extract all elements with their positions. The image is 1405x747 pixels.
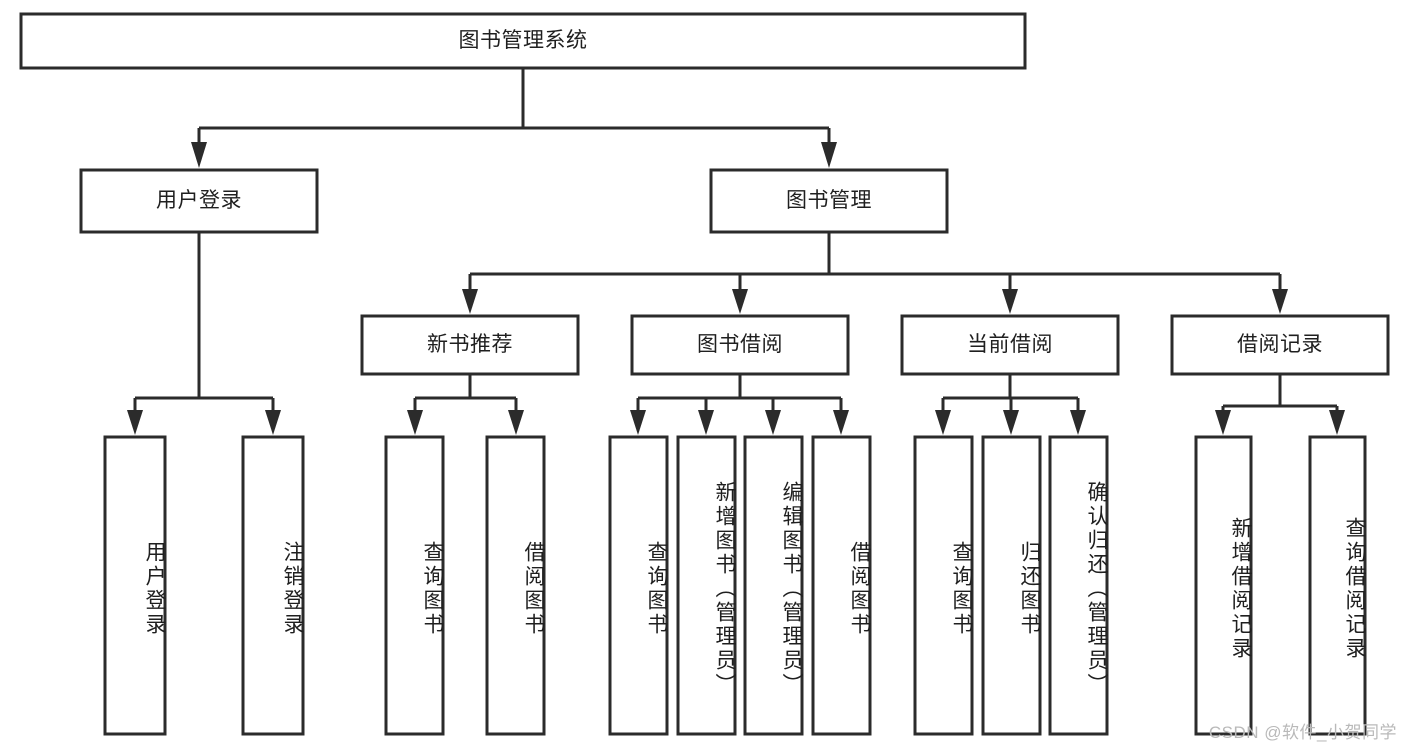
arrow-head-leaf-query-book-a bbox=[407, 410, 423, 435]
node-box-leaf-query-book-c[interactable] bbox=[913, 435, 974, 736]
node-box-leaf-add-record[interactable] bbox=[1194, 435, 1253, 736]
node-box-user-login[interactable] bbox=[79, 168, 319, 234]
node-box-leaf-logout[interactable] bbox=[241, 435, 305, 736]
arrow-head-leaf-logout bbox=[265, 410, 281, 435]
arrow-head-leaf-user-login bbox=[127, 410, 143, 435]
arrow-head-user-login bbox=[191, 142, 207, 168]
arrow-head-leaf-add-book bbox=[698, 410, 714, 435]
node-box-leaf-return-book[interactable] bbox=[981, 435, 1042, 736]
node-box-book-borrow[interactable] bbox=[630, 314, 850, 376]
node-box-leaf-query-book-a[interactable] bbox=[384, 435, 445, 736]
node-box-leaf-query-record[interactable] bbox=[1308, 435, 1367, 736]
arrow-head-leaf-confirm-return bbox=[1070, 410, 1086, 435]
arrow-head-current bbox=[1002, 289, 1018, 314]
arrow-head-leaf-borrow-book-a bbox=[508, 410, 524, 435]
watermark-text: CSDN @软件_小贺同学 bbox=[1208, 723, 1397, 742]
node-box-leaf-borrow-book-b[interactable] bbox=[811, 435, 872, 736]
arrow-head-newbooks bbox=[462, 289, 478, 314]
node-box-leaf-confirm-return[interactable] bbox=[1048, 435, 1109, 736]
arrow-head-book-mgmt bbox=[821, 142, 837, 168]
edge-group-book-mgmt bbox=[462, 232, 1288, 314]
arrow-head-leaf-query-record bbox=[1329, 410, 1345, 435]
edge-group-borrow bbox=[630, 374, 849, 435]
node-box-leaf-add-book[interactable] bbox=[676, 435, 737, 736]
node-box-new-book-recommend[interactable] bbox=[360, 314, 580, 376]
arrow-head-leaf-edit-book bbox=[765, 410, 781, 435]
node-box-book-management[interactable] bbox=[709, 168, 949, 234]
arrow-head-leaf-return-book bbox=[1003, 410, 1019, 435]
arrow-head-leaf-add-record bbox=[1215, 410, 1231, 435]
edge-group-records bbox=[1215, 374, 1345, 435]
edge-group-user-login bbox=[127, 232, 281, 435]
node-box-leaf-query-book-b[interactable] bbox=[608, 435, 669, 736]
arrow-head-leaf-query-book-c bbox=[935, 410, 951, 435]
edge-group-root bbox=[191, 68, 837, 168]
node-box-current-borrow[interactable] bbox=[900, 314, 1120, 376]
node-box-root[interactable] bbox=[19, 12, 1027, 70]
edge-group-newbooks bbox=[407, 374, 524, 435]
node-box-leaf-user-login[interactable] bbox=[103, 435, 167, 736]
arrow-head-leaf-borrow-book-b bbox=[833, 410, 849, 435]
arrow-head-records bbox=[1272, 289, 1288, 314]
node-box-leaf-edit-book[interactable] bbox=[743, 435, 804, 736]
node-box-borrow-records[interactable] bbox=[1170, 314, 1390, 376]
arrow-head-borrow bbox=[732, 289, 748, 314]
edge-group-current bbox=[935, 374, 1086, 435]
node-box-leaf-borrow-book-a[interactable] bbox=[485, 435, 546, 736]
arrow-head-leaf-query-book-b bbox=[630, 410, 646, 435]
